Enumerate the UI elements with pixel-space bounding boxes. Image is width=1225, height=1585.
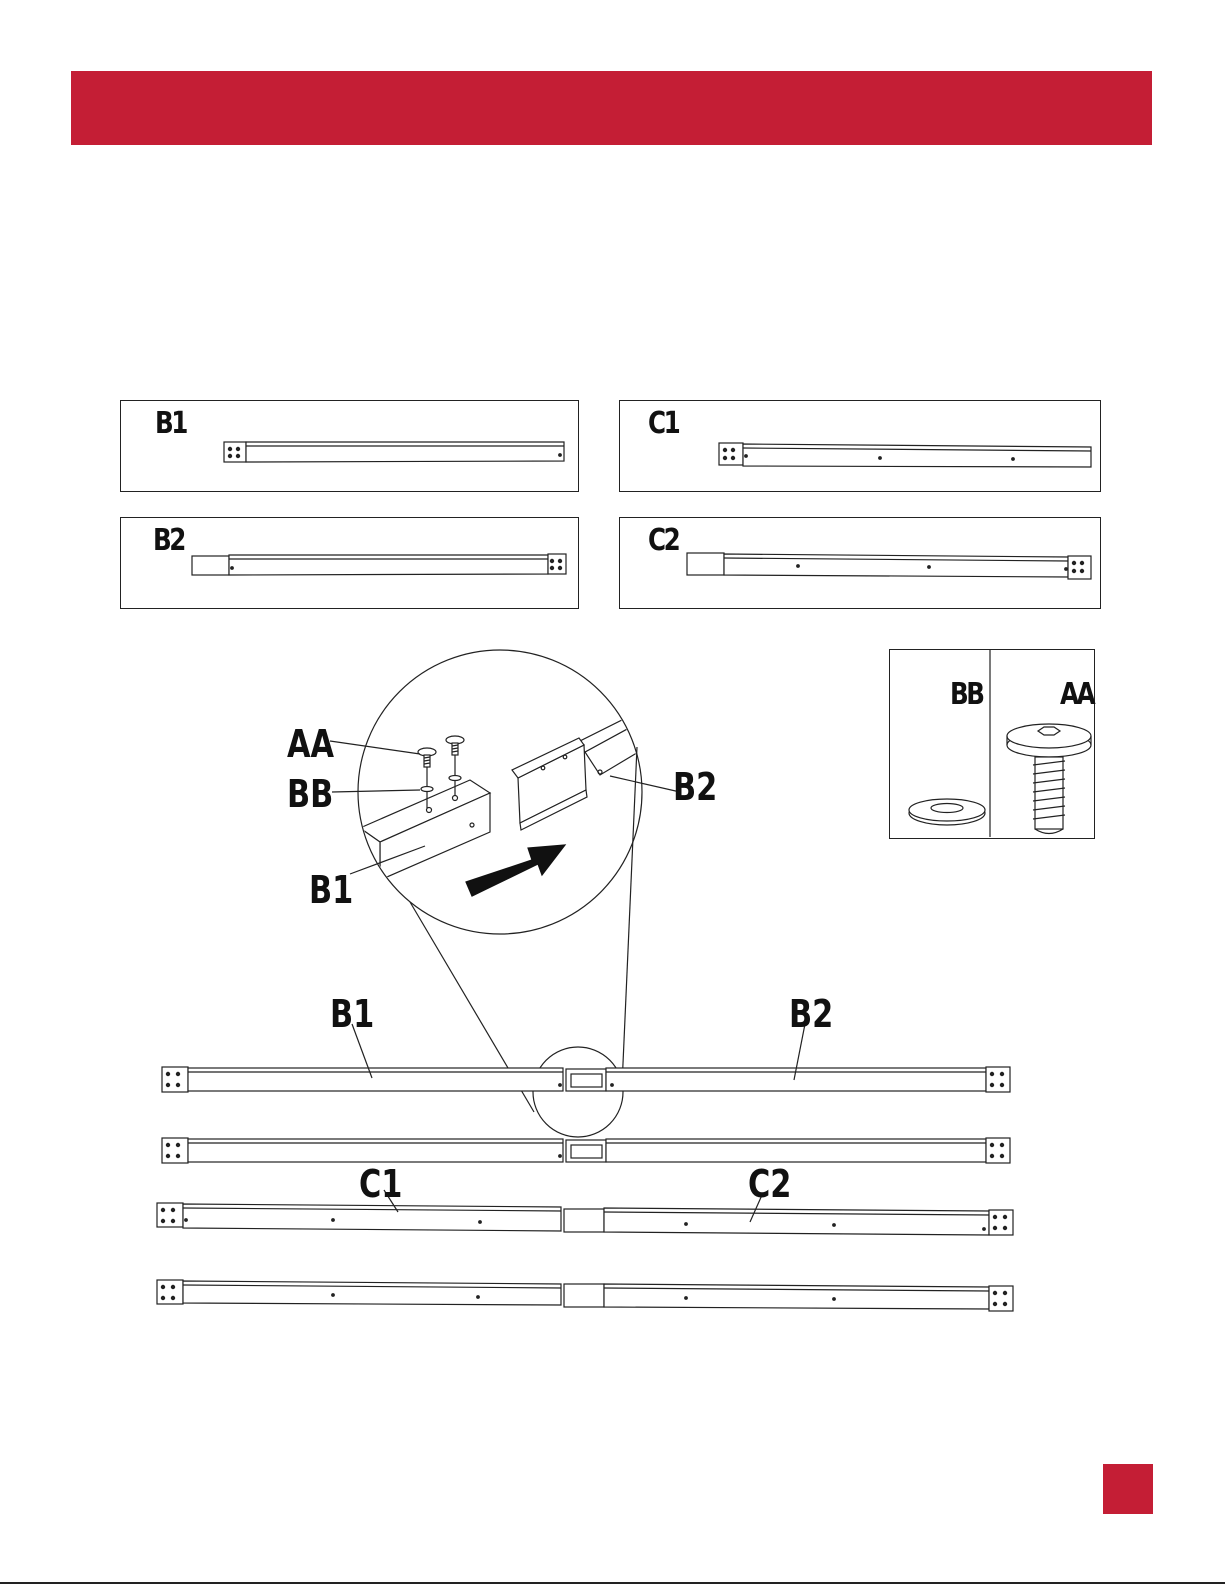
assembly-label-c1: C1 (359, 1163, 402, 1207)
assembly-rail-b2-2 (566, 1138, 1010, 1163)
assembly-rail-b1-2 (162, 1138, 563, 1163)
assembly-rail-c2-1 (564, 1208, 1013, 1235)
assembly-label-b1: B1 (330, 993, 374, 1037)
part-drawing-b2 (192, 554, 566, 575)
assembly-rail-c1-1 (157, 1203, 561, 1231)
bottom-rule (0, 1582, 1225, 1584)
part-drawing-b1 (224, 442, 564, 462)
part-drawing-c1 (719, 443, 1091, 467)
assembly-rail-c1-2 (157, 1280, 561, 1305)
detail-label-b2: B2 (673, 766, 717, 810)
part-drawing-c2 (687, 553, 1091, 579)
assembly-label-b2: B2 (789, 993, 833, 1037)
assembly-rail-b1-1 (162, 1067, 563, 1092)
detail-label-aa: AA (287, 723, 334, 767)
screw-aa-icon (1007, 724, 1091, 834)
assembly-rail-c2-2 (564, 1284, 1013, 1311)
washer-bb-icon (909, 799, 985, 825)
detail-label-bb: BB (287, 773, 333, 817)
detail-circle (358, 650, 642, 934)
assembly-label-c2: C2 (748, 1163, 791, 1207)
page-number-badge (1103, 1464, 1153, 1514)
magnify-source-circle (533, 1047, 623, 1137)
assembly-rail-b2-1 (566, 1067, 1010, 1092)
detail-label-b1: B1 (309, 869, 353, 913)
